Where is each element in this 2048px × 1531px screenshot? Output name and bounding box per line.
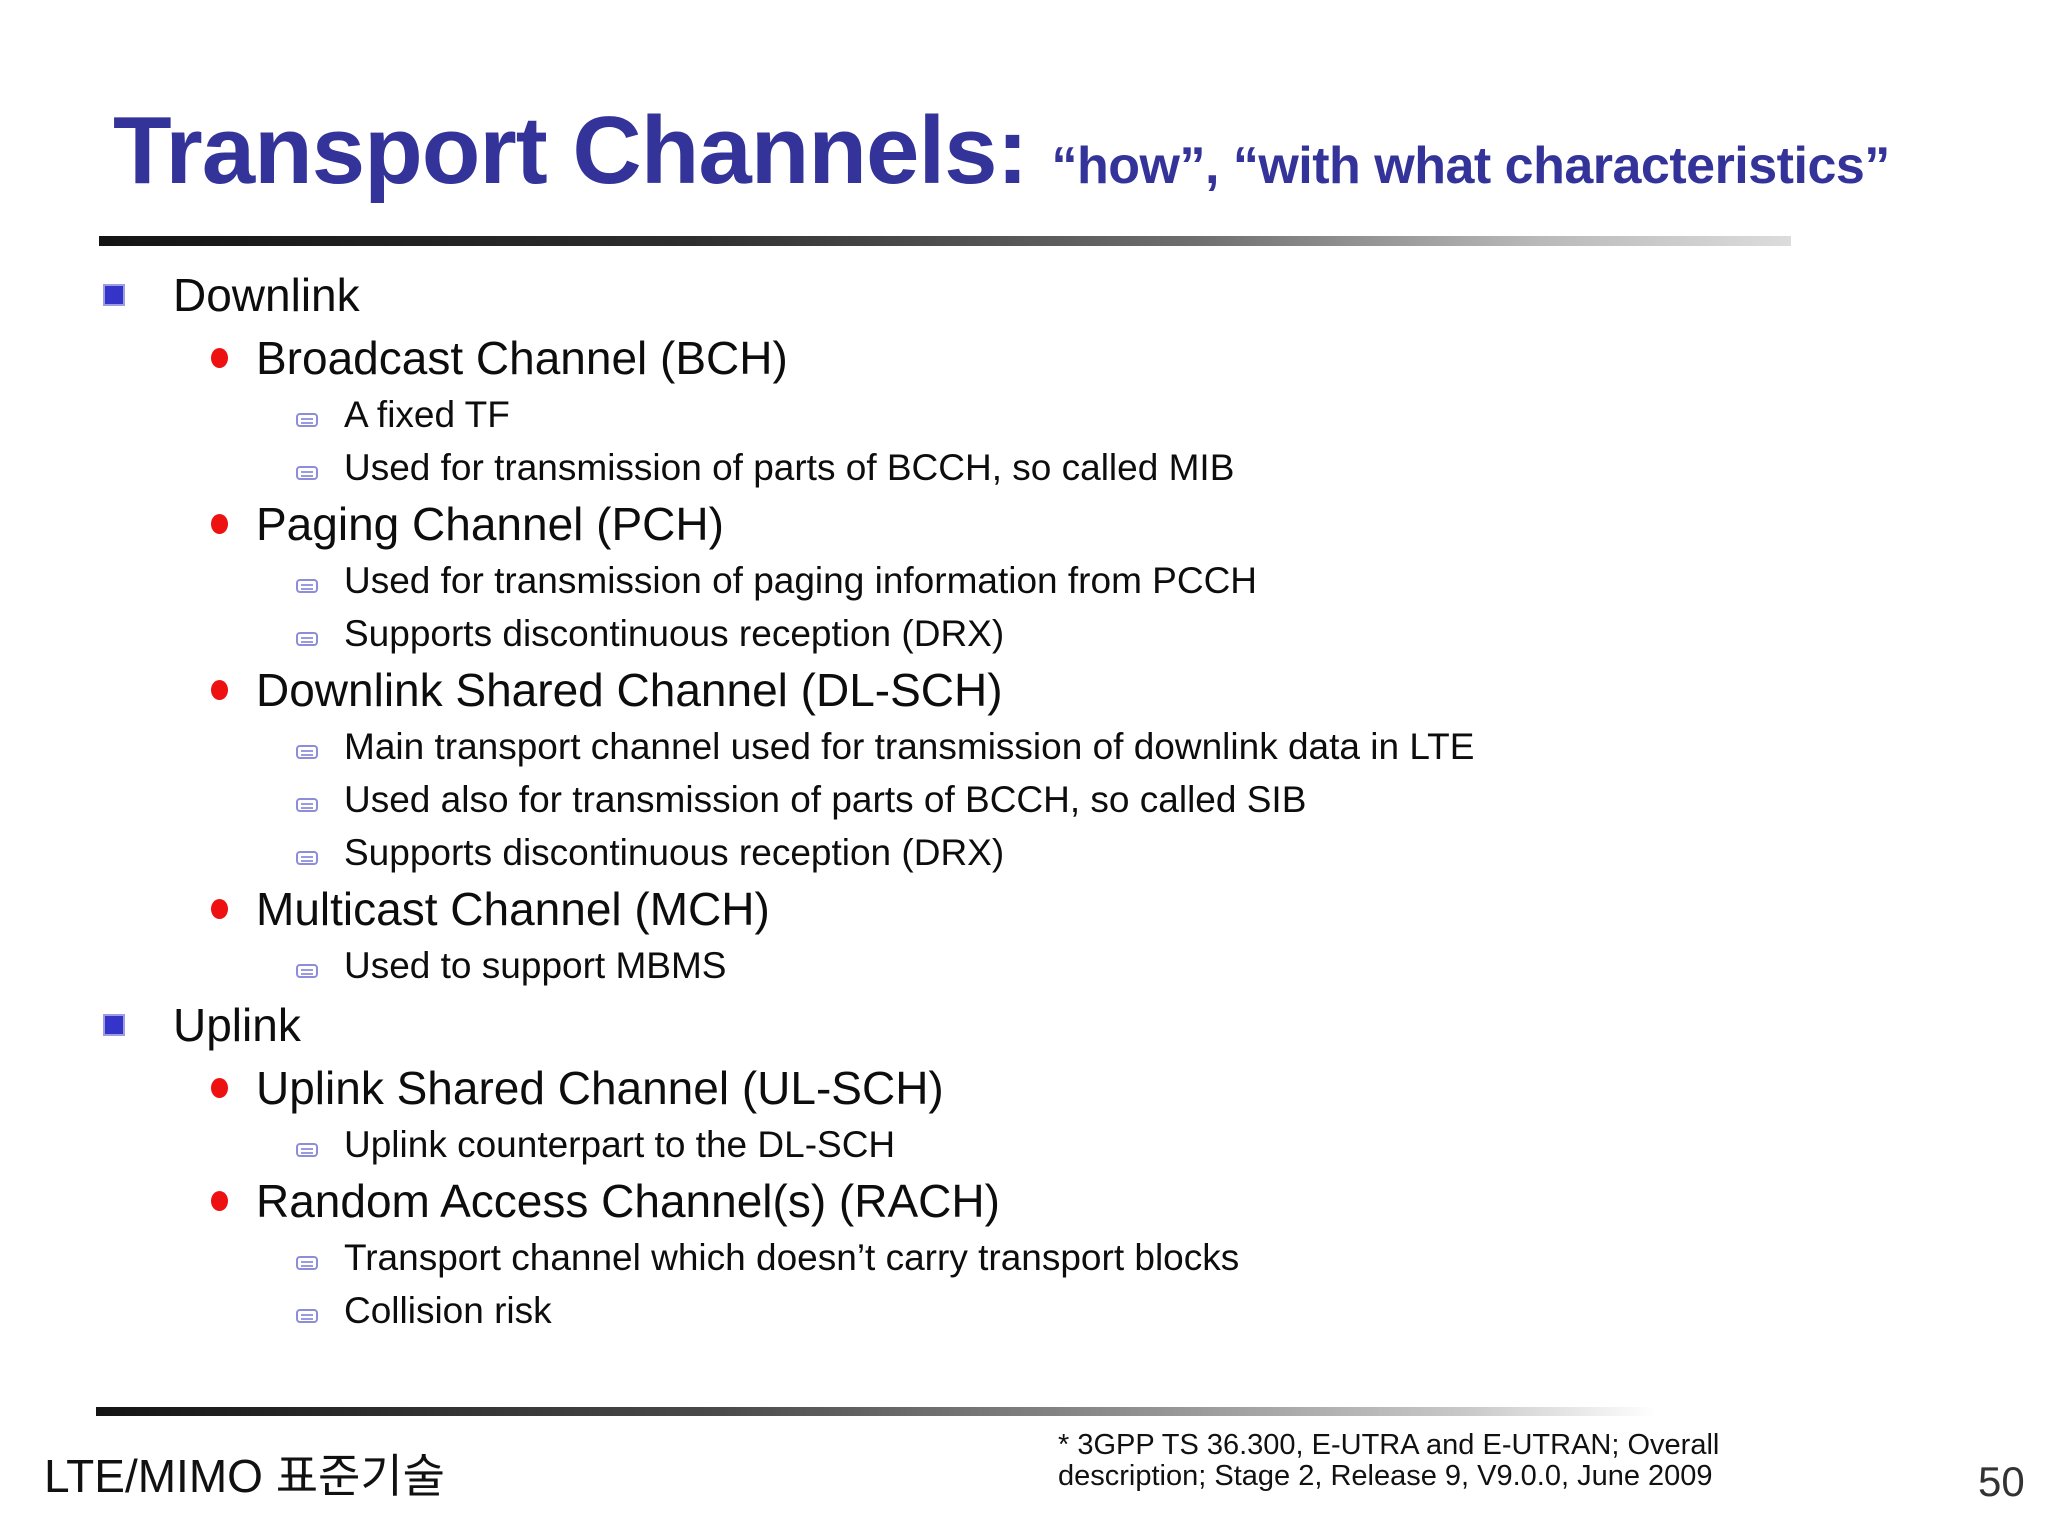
list-item-label: Used for transmission of parts of BCCH, … [344,446,1235,488]
list-item: Used for transmission of parts of BCCH, … [0,441,2048,494]
page-subtitle: “how”, “with what characteristics” [1051,137,1890,195]
list-item: Used to support MBMS [0,939,2048,992]
note-bullet-icon [296,631,318,646]
title-divider [99,236,1791,246]
note-bullet-icon [296,1255,318,1270]
list-item-label: Paging Channel (PCH) [256,498,724,550]
list-item: Uplink counterpart to the DL-SCH [0,1118,2048,1171]
list-item-label: Uplink [173,999,301,1051]
footer-course-label: LTE/MIMO 표준기술 [44,1450,445,1502]
list-item: Multicast Channel (MCH) [0,879,2048,939]
list-item: Downlink Shared Channel (DL-SCH) [0,660,2048,720]
page-number: 50 [1978,1458,2025,1505]
list-item-label: Downlink [173,269,360,321]
list-item-label: A fixed TF [344,393,510,435]
list-item-label: Uplink Shared Channel (UL-SCH) [256,1062,944,1114]
slide-header: Transport Channels: “how”, “with what ch… [113,96,1890,206]
note-bullet-icon [296,1308,318,1323]
list-item-label: Supports discontinuous reception (DRX) [344,612,1005,654]
list-item: Downlink [0,262,2048,328]
note-bullet-icon [296,797,318,812]
list-item: Main transport channel used for transmis… [0,720,2048,773]
list-item: Uplink Shared Channel (UL-SCH) [0,1058,2048,1118]
square-bullet-icon [103,284,125,306]
list-item-label: Downlink Shared Channel (DL-SCH) [256,664,1003,716]
list-item-label: Uplink counterpart to the DL-SCH [344,1123,896,1165]
slide-body: Downlink Broadcast Channel (BCH) A fixed… [0,262,2048,1337]
list-item: Random Access Channel(s) (RACH) [0,1171,2048,1231]
list-item: Broadcast Channel (BCH) [0,328,2048,388]
dot-bullet-icon [211,1191,228,1211]
note-bullet-icon [296,1142,318,1157]
list-item-label: Transport channel which doesn’t carry tr… [344,1236,1240,1278]
dot-bullet-icon [211,348,228,368]
list-item: Collision risk [0,1284,2048,1337]
list-item: Transport channel which doesn’t carry tr… [0,1231,2048,1284]
list-item-label: Broadcast Channel (BCH) [256,332,788,384]
citation-line: description; Stage 2, Release 9, V9.0.0,… [1058,1460,1713,1492]
note-bullet-icon [296,963,318,978]
citation: * 3GPP TS 36.300, E-UTRA and E-UTRAN; Ov… [1058,1430,1719,1492]
citation-line: * 3GPP TS 36.300, E-UTRA and E-UTRAN; Ov… [1058,1429,1720,1461]
dot-bullet-icon [211,899,228,919]
list-item-label: Used to support MBMS [344,944,727,986]
dot-bullet-icon [211,514,228,534]
dot-bullet-icon [211,1078,228,1098]
list-item: Used for transmission of paging informat… [0,554,2048,607]
list-item: Uplink [0,992,2048,1058]
note-bullet-icon [296,744,318,759]
list-item-label: Main transport channel used for transmis… [344,725,1475,767]
list-item-label: Multicast Channel (MCH) [256,883,770,935]
note-bullet-icon [296,578,318,593]
list-item: Supports discontinuous reception (DRX) [0,826,2048,879]
footer-divider [96,1407,1656,1416]
note-bullet-icon [296,850,318,865]
list-item: A fixed TF [0,388,2048,441]
list-item: Paging Channel (PCH) [0,494,2048,554]
list-item-label: Supports discontinuous reception (DRX) [344,831,1005,873]
note-bullet-icon [296,412,318,427]
note-bullet-icon [296,465,318,480]
page-title: Transport Channels: [113,97,1028,204]
list-item-label: Used for transmission of paging informat… [344,559,1258,601]
list-item: Used also for transmission of parts of B… [0,773,2048,826]
list-item-label: Collision risk [344,1289,552,1331]
square-bullet-icon [103,1014,125,1036]
list-item-label: Used also for transmission of parts of B… [344,778,1307,820]
dot-bullet-icon [211,680,228,700]
list-item: Supports discontinuous reception (DRX) [0,607,2048,660]
list-item-label: Random Access Channel(s) (RACH) [256,1175,1000,1227]
